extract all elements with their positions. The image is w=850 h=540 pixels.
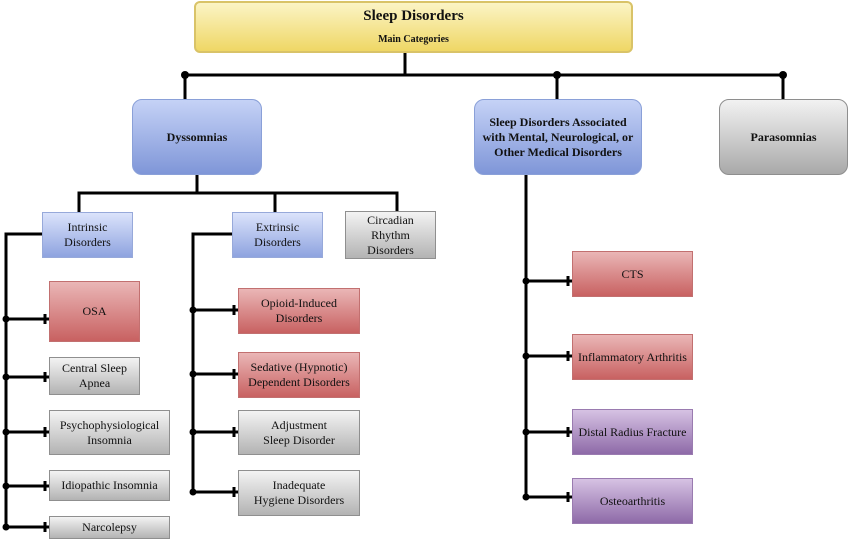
leaf-label: Inadequate Hygiene Disorders (253, 478, 345, 507)
leaf-label: Central Sleep Apnea (62, 361, 127, 390)
leaf-label: Narcolepsy (82, 520, 137, 534)
node-label: Sleep Disorders Associated with Mental, … (482, 114, 634, 159)
node-medical-disorders: Sleep Disorders Associated with Mental, … (474, 99, 642, 175)
leaf-label: Osteoarthritis (599, 493, 666, 508)
root-node-sleep-disorders: Sleep Disorders Main Categories (194, 1, 633, 53)
node-label: Dyssomnias (166, 129, 228, 144)
leaf-narcolepsy: Narcolepsy (49, 516, 170, 539)
leaf-label: CTS (621, 266, 644, 281)
leaf-label: Distal Radius Fracture (578, 424, 687, 439)
leaf-label: Adjustment Sleep Disorder (263, 417, 335, 447)
leaf-opioid-induced-disorders: Opioid-Induced Disorders (238, 288, 360, 334)
leaf-label: Sedative (Hypnotic) Dependent Disorders (248, 360, 350, 389)
connector-intrinsic-spine (4, 232, 44, 529)
node-label: Extrinsic Disorders (254, 220, 301, 249)
root-subtitle: Main Categories (378, 34, 449, 46)
leaf-label: Psychophysiological Insomnia (59, 417, 160, 447)
leaf-label: Opioid-Induced Disorders (261, 296, 337, 325)
leaf-osa: OSA (49, 281, 140, 342)
node-label: Intrinsic Disorders (64, 220, 111, 249)
leaf-osteoarthritis: Osteoarthritis (572, 478, 693, 524)
leaf-distal-radius-fracture: Distal Radius Fracture (572, 409, 693, 455)
leaf-psychophysiological-insomnia: Psychophysiological Insomnia (49, 410, 170, 455)
root-title: Sleep Disorders (363, 8, 464, 25)
leaf-inflammatory-arthritis: Inflammatory Arthritis (572, 334, 693, 380)
leaf-adjustment-sleep-disorder: Adjustment Sleep Disorder (238, 410, 360, 455)
node-label: Parasomnias (750, 129, 817, 144)
node-intrinsic-disorders: Intrinsic Disorders (42, 212, 133, 258)
leaf-sedative-hypnotic-dependent-disorders: Sedative (Hypnotic) Dependent Disorders (238, 352, 360, 398)
leaf-label: Idiopathic Insomnia (61, 478, 158, 492)
node-parasomnias: Parasomnias (719, 99, 848, 175)
node-circadian-rhythm-disorders: Circadian Rhythm Disorders (345, 211, 436, 259)
node-extrinsic-disorders: Extrinsic Disorders (232, 212, 323, 258)
node-dyssomnias: Dyssomnias (132, 99, 262, 175)
leaf-central-sleep-apnea: Central Sleep Apnea (49, 357, 140, 395)
leaf-idiopathic-insomnia: Idiopathic Insomnia (49, 470, 170, 501)
connector-extrinsic-spine (191, 232, 234, 494)
node-label: Circadian Rhythm Disorders (367, 212, 414, 257)
leaf-inadequate-hygiene-disorders: Inadequate Hygiene Disorders (238, 470, 360, 516)
leaf-cts: CTS (572, 251, 693, 297)
leaf-label: OSA (82, 304, 107, 318)
leaf-label: Inflammatory Arthritis (578, 349, 687, 364)
